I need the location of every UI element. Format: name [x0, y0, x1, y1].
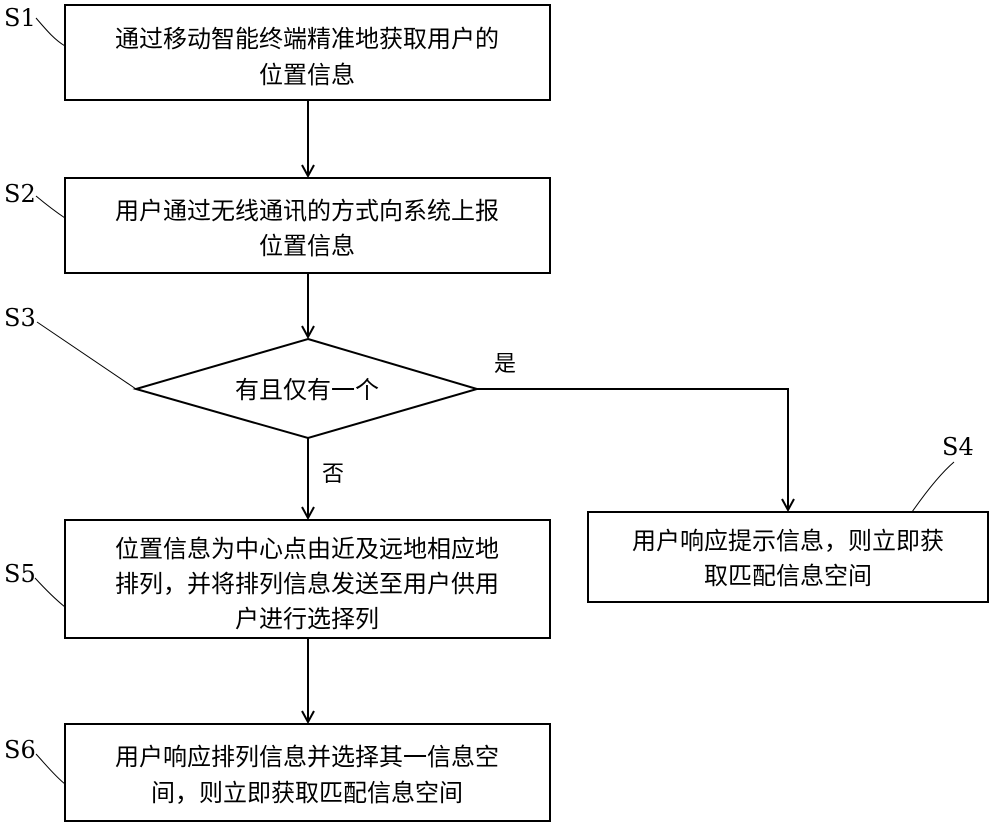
step-s1: 通过移动智能终端精准地获取用户的 位置信息	[64, 4, 551, 101]
step-s3-label: S3	[4, 304, 36, 332]
step-s5-text-line-1: 位置信息为中心点由近及远地相应地	[115, 535, 499, 563]
step-s4-leader-line	[911, 461, 955, 513]
step-s5: 位置信息为中心点由近及远地相应地 排列，并将排列信息发送至用户供用 户进行选择列	[64, 519, 551, 639]
step-s4-text-line-1: 用户响应提示信息，则立即获	[632, 527, 944, 555]
step-s3-decision: 有且仅有一个	[132, 337, 481, 440]
step-s4-box	[587, 511, 989, 603]
step-s2-label: S2	[4, 180, 36, 208]
step-s1-leader-line	[35, 17, 66, 47]
step-s1-label: S1	[4, 4, 36, 32]
step-s2-text-line-1: 用户通过无线通讯的方式向系统上报	[115, 197, 499, 225]
step-s3-leader-line	[36, 321, 137, 390]
step-s2: 用户通过无线通讯的方式向系统上报 位置信息	[64, 177, 551, 274]
step-s1-box	[64, 4, 551, 101]
step-s5-text-line-3: 户进行选择列	[235, 605, 379, 633]
step-s6: 用户响应排列信息并选择其一信息空 间，则立即获取匹配信息空间	[64, 723, 551, 822]
step-s2-box	[64, 177, 551, 274]
step-s6-leader-line	[35, 753, 66, 785]
step-s5-leader-line	[34, 577, 66, 608]
step-s6-text-line-1: 用户响应排列信息并选择其一信息空	[115, 743, 499, 771]
no-branch-label: 否	[322, 462, 344, 487]
step-s3-text: 有且仅有一个	[235, 376, 379, 404]
step-s6-text-line-2: 间，则立即获取匹配信息空间	[151, 779, 463, 807]
step-s2-text-line-2: 位置信息	[259, 232, 355, 260]
step-s1-text-line-1: 通过移动智能终端精准地获取用户的	[115, 25, 499, 53]
step-s4: 用户响应提示信息，则立即获 取匹配信息空间	[587, 511, 989, 603]
step-s6-box	[64, 723, 551, 822]
arrow-s3-to-s4-yes	[477, 388, 788, 510]
step-s6-label: S6	[4, 736, 36, 764]
step-s1-text-line-2: 位置信息	[259, 61, 355, 89]
step-s5-box	[64, 519, 551, 639]
step-s5-label: S5	[4, 560, 36, 588]
step-s5-text-line-2: 排列，并将排列信息发送至用户供用	[115, 570, 499, 598]
step-s4-text-line-2: 取匹配信息空间	[704, 562, 872, 590]
step-s2-leader-line	[35, 195, 66, 219]
step-s4-label: S4	[942, 433, 974, 461]
yes-branch-label: 是	[494, 352, 516, 377]
